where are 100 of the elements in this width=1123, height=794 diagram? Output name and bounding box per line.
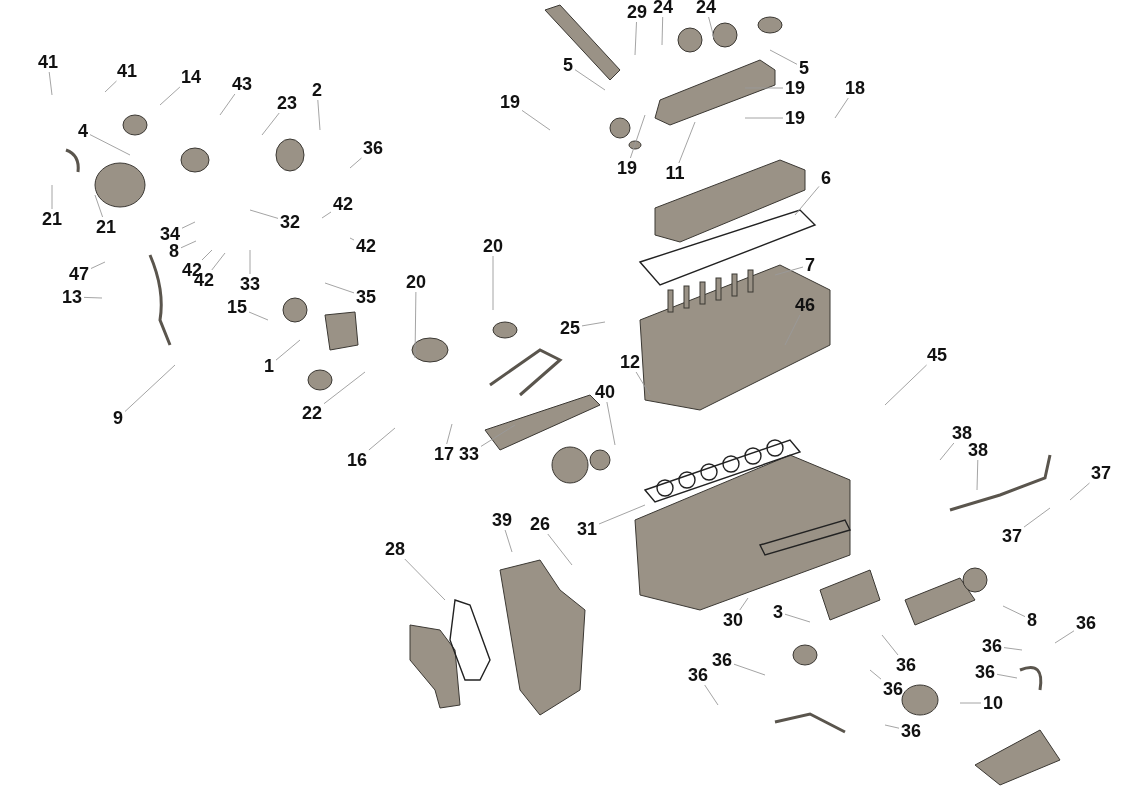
- callout-number: 28: [384, 540, 406, 558]
- leader-line: [635, 371, 651, 396]
- leader-line: [249, 249, 251, 275]
- leader-line: [976, 459, 979, 491]
- leader-line: [581, 321, 606, 327]
- callout-number: 36: [687, 666, 709, 684]
- callout-number: 45: [926, 346, 948, 364]
- leader-line: [248, 311, 269, 321]
- leader-line: [1069, 482, 1090, 501]
- leader-line: [201, 249, 213, 261]
- leader-line: [744, 87, 784, 89]
- callout-number: 42: [332, 195, 354, 213]
- leader-line: [414, 291, 417, 359]
- callout-number: 4: [77, 122, 89, 140]
- callout-number: 37: [1090, 464, 1112, 482]
- leader-line: [959, 702, 982, 704]
- leader-line: [480, 424, 516, 447]
- callout-number: 21: [95, 218, 117, 236]
- callout-number: 25: [559, 319, 581, 337]
- leader-line: [784, 613, 811, 623]
- callout-number: 34: [159, 225, 181, 243]
- leader-line: [733, 663, 766, 676]
- callout-number: 39: [491, 511, 513, 529]
- callout-number: 7: [804, 256, 816, 274]
- callout-number: 20: [482, 237, 504, 255]
- leader-line: [1002, 605, 1026, 618]
- leader-line: [323, 371, 366, 405]
- callout-number: 11: [664, 164, 686, 182]
- callout-number: 36: [900, 722, 922, 740]
- leader-line: [261, 112, 280, 136]
- callout-number: 19: [784, 79, 806, 97]
- callout-number: 35: [355, 288, 377, 306]
- leader-line: [574, 69, 606, 91]
- callout-number: 17: [433, 445, 455, 463]
- callout-number: 14: [180, 68, 202, 86]
- callout-number: 36: [1075, 614, 1097, 632]
- leader-line: [708, 16, 715, 39]
- leader-line: [90, 261, 106, 269]
- leader-line: [606, 401, 616, 446]
- callout-number: 19: [499, 93, 521, 111]
- callout-number: 38: [967, 441, 989, 459]
- callout-number: 38: [951, 424, 973, 442]
- leader-line: [1023, 507, 1051, 528]
- leader-line: [744, 117, 784, 119]
- callout-number: 12: [619, 353, 641, 371]
- leader-line: [275, 339, 301, 361]
- leader-line: [159, 86, 181, 106]
- callout-number: 19: [616, 159, 638, 177]
- callout-number: 24: [695, 0, 717, 16]
- callout-number: 36: [895, 656, 917, 674]
- callout-number: 23: [276, 94, 298, 112]
- leader-line: [834, 97, 849, 119]
- callout-number: 20: [405, 273, 427, 291]
- callout-number: 42: [355, 237, 377, 255]
- callout-number: 21: [41, 210, 63, 228]
- callout-number: 6: [820, 169, 832, 187]
- leader-line: [794, 185, 820, 216]
- leader-line: [521, 109, 551, 131]
- leader-line: [404, 558, 446, 601]
- callout-number: 33: [458, 445, 480, 463]
- leader-line: [249, 209, 279, 219]
- callout-number: 5: [562, 56, 574, 74]
- leader-line: [349, 157, 362, 169]
- leader-line: [881, 634, 899, 656]
- leader-line: [181, 221, 196, 229]
- leader-line: [324, 282, 355, 294]
- leader-line: [661, 16, 664, 46]
- callout-number: 8: [1026, 611, 1038, 629]
- leader-line: [492, 255, 494, 311]
- callout-number: 16: [346, 451, 368, 469]
- leader-line: [547, 533, 573, 566]
- leader-line: [89, 134, 131, 156]
- leader-line: [104, 80, 117, 93]
- callout-number: 30: [722, 611, 744, 629]
- leader-line: [180, 240, 197, 249]
- callout-number: 26: [529, 515, 551, 533]
- leader-line: [704, 684, 719, 706]
- callout-number: 33: [239, 275, 261, 293]
- callout-number: 10: [982, 694, 1004, 712]
- leader-line: [83, 296, 103, 299]
- leader-line: [219, 93, 236, 116]
- callout-number: 22: [301, 404, 323, 422]
- callout-number: 36: [974, 663, 996, 681]
- callout-number: 9: [112, 409, 124, 427]
- callout-number: 18: [844, 79, 866, 97]
- callout-number: 32: [279, 213, 301, 231]
- callout-number: 5: [798, 59, 810, 77]
- callout-number: 31: [576, 520, 598, 538]
- callout-number: 13: [61, 288, 83, 306]
- leader-line: [598, 504, 646, 525]
- leader-line: [739, 597, 749, 611]
- leader-line: [94, 194, 104, 218]
- leader-line: [317, 99, 321, 131]
- leader-line: [634, 21, 637, 56]
- leader-line: [939, 442, 955, 461]
- callout-number: 36: [882, 680, 904, 698]
- callout-number: 8: [168, 242, 180, 260]
- callout-number: 3: [772, 603, 784, 621]
- leader-line: [321, 211, 332, 219]
- callout-number: 19: [784, 109, 806, 127]
